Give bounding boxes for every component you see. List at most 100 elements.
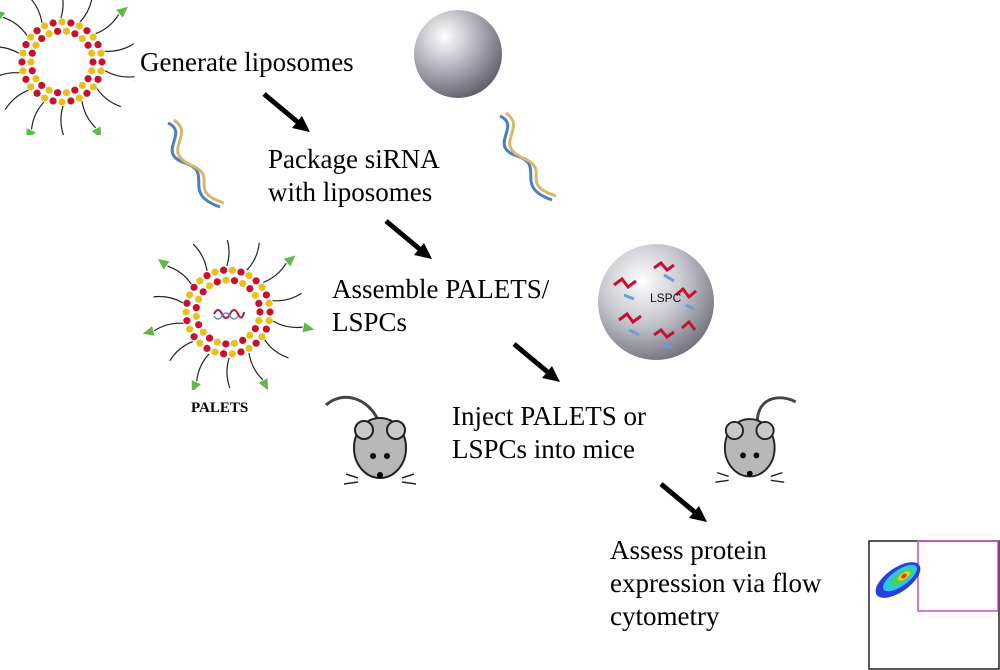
lipid-head xyxy=(246,285,254,293)
lipid-head xyxy=(27,33,35,41)
lipid-head xyxy=(186,325,194,333)
lipid-head xyxy=(183,317,191,325)
lipid-head xyxy=(41,22,49,30)
peg-tail xyxy=(246,242,260,271)
arrow-icon xyxy=(659,482,707,522)
lipid-head xyxy=(262,325,270,333)
lipid-head xyxy=(199,328,207,336)
peg-tail xyxy=(169,340,193,362)
lipid-head xyxy=(18,58,26,66)
lipid-head xyxy=(239,336,247,345)
lipid-head xyxy=(251,291,259,299)
lipid-head xyxy=(266,308,274,316)
lipid-head xyxy=(97,67,105,75)
lipid-head xyxy=(97,49,105,57)
lipid-head xyxy=(19,67,27,75)
lipid-head xyxy=(230,277,239,285)
lspc-sphere-icon: LSPC xyxy=(598,244,714,360)
lipid-head xyxy=(27,83,35,91)
lipid-head xyxy=(205,282,214,290)
arrow-icon xyxy=(512,342,560,382)
lipid-head xyxy=(75,94,83,102)
lipid-head xyxy=(222,340,230,348)
lipid-head xyxy=(89,33,97,41)
lipid-head xyxy=(62,89,71,97)
sirna-cargo xyxy=(213,309,245,319)
lipid-head xyxy=(228,266,236,274)
lipid-head xyxy=(195,321,203,329)
flow-cytometry-plot xyxy=(868,540,1000,670)
lipid-head xyxy=(195,295,203,303)
ligand-triangle xyxy=(191,380,201,390)
arrow-icon xyxy=(262,92,310,132)
lipid-head xyxy=(265,317,273,325)
lipid-head xyxy=(71,86,79,94)
peg-tail xyxy=(0,46,20,54)
lipid-head xyxy=(183,299,191,307)
lipid-head xyxy=(203,272,211,280)
peg-tail xyxy=(226,240,230,267)
lipid-head xyxy=(246,331,254,339)
lipid-head xyxy=(83,89,91,97)
lipid-head xyxy=(205,334,214,342)
peg-tail xyxy=(192,243,208,272)
peg-tail xyxy=(196,353,210,382)
lipid-head xyxy=(53,89,62,97)
lipid-head xyxy=(196,277,204,285)
peg-tail xyxy=(248,352,264,381)
lipid-head xyxy=(186,291,194,299)
liposome-icon xyxy=(0,0,135,135)
peg-tail xyxy=(30,101,45,130)
lipid-head xyxy=(22,41,30,49)
peg-tail xyxy=(104,70,135,78)
peg-tail xyxy=(2,16,28,36)
sirna-cargo xyxy=(213,312,239,320)
lipid-head xyxy=(190,283,198,291)
lipid-head xyxy=(58,18,66,26)
lipid-head xyxy=(237,268,245,276)
lipid-head xyxy=(89,83,97,91)
lipid-head xyxy=(58,98,66,106)
lipid-head xyxy=(94,75,102,83)
lipid-head xyxy=(258,333,266,341)
ligand-triangle xyxy=(157,258,170,270)
peg-tail xyxy=(153,295,184,304)
peg-tail xyxy=(226,357,231,389)
lipid-head xyxy=(220,350,228,358)
ligand-triangle xyxy=(0,10,6,21)
peg-tail xyxy=(167,265,192,285)
lipid-head xyxy=(83,27,91,35)
lipid-head xyxy=(211,268,219,276)
lipid-head xyxy=(38,34,46,43)
peg-tail xyxy=(0,72,20,77)
ligand-triangle xyxy=(142,326,155,336)
peg-tail xyxy=(264,339,289,359)
lipid-head xyxy=(190,333,198,341)
lipid-head xyxy=(49,19,57,27)
peg-tail xyxy=(263,262,287,284)
peg-tail xyxy=(154,322,184,332)
lipid-head xyxy=(88,49,96,57)
ligand-triangle xyxy=(91,126,102,135)
lipid-head xyxy=(256,308,264,316)
lipid-head xyxy=(251,325,259,333)
step-generate-liposomes: Generate liposomes xyxy=(140,47,354,77)
lipid-head xyxy=(28,49,36,57)
lipid-head xyxy=(62,27,71,35)
lipid-head xyxy=(78,81,86,90)
lipid-head xyxy=(213,278,221,286)
palets-liposome-icon xyxy=(142,240,315,390)
lipid-head xyxy=(49,97,57,105)
peg-tail xyxy=(60,105,65,135)
step-package-sirna: Package siRNA with liposomes xyxy=(268,144,440,207)
lipid-head xyxy=(67,19,75,27)
ligand-triangle xyxy=(116,6,128,18)
lipid-head xyxy=(41,94,49,102)
lipid-head xyxy=(199,288,207,296)
lipid-head xyxy=(78,34,86,43)
nanoparticle-sphere-icon xyxy=(414,10,502,98)
lipid-head xyxy=(255,299,263,307)
sirna-helix-icon xyxy=(167,118,225,209)
ligand-triangle xyxy=(302,322,315,333)
step-assemble-palets: Assemble PALETS/ LSPCs xyxy=(332,274,550,337)
